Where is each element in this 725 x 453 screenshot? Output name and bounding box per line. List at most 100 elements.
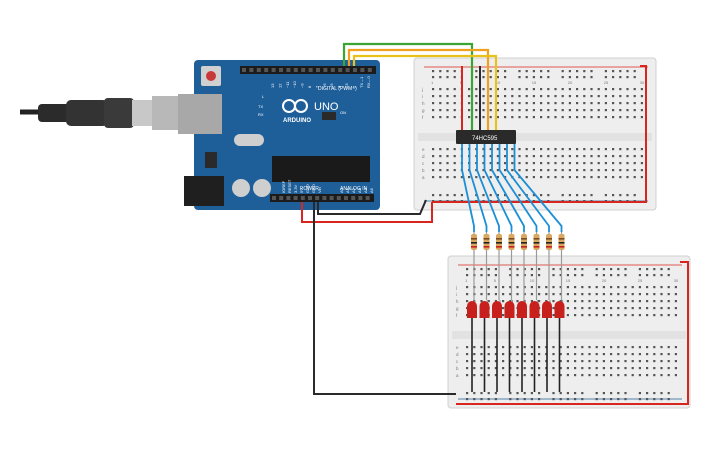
breadboard-hole[interactable] — [595, 274, 598, 277]
breadboard-hole[interactable] — [509, 360, 512, 363]
breadboard-hole[interactable] — [612, 194, 615, 197]
breadboard-hole[interactable] — [453, 155, 456, 158]
breadboard-hole[interactable] — [502, 367, 505, 370]
breadboard-hole[interactable] — [540, 76, 543, 79]
breadboard-hole[interactable] — [610, 307, 613, 310]
header-pin[interactable] — [338, 68, 343, 72]
breadboard-hole[interactable] — [468, 176, 471, 179]
breadboard-hole[interactable] — [640, 148, 643, 151]
breadboard-hole[interactable] — [504, 76, 507, 79]
breadboard-hole[interactable] — [496, 116, 499, 119]
breadboard-hole[interactable] — [617, 353, 620, 356]
breadboard-hole[interactable] — [538, 360, 541, 363]
breadboard-hole[interactable] — [576, 70, 579, 73]
breadboard-hole[interactable] — [559, 398, 562, 401]
breadboard-hole[interactable] — [595, 392, 598, 395]
breadboard-hole[interactable] — [494, 268, 497, 271]
header-pin[interactable] — [360, 68, 365, 72]
breadboard-hole[interactable] — [475, 176, 478, 179]
breadboard-hole[interactable] — [590, 169, 593, 172]
breadboard-hole[interactable] — [511, 102, 514, 105]
breadboard-hole[interactable] — [588, 307, 591, 310]
breadboard-hole[interactable] — [475, 76, 478, 79]
breadboard-hole[interactable] — [631, 346, 634, 349]
breadboard-hole[interactable] — [475, 116, 478, 119]
breadboard-hole[interactable] — [574, 300, 577, 303]
breadboard-hole[interactable] — [581, 392, 584, 395]
breadboard-hole[interactable] — [667, 392, 670, 395]
breadboard-hole[interactable] — [619, 102, 622, 105]
breadboard-hole[interactable] — [511, 169, 514, 172]
breadboard-hole[interactable] — [432, 155, 435, 158]
breadboard-hole[interactable] — [516, 392, 519, 395]
breadboard-hole[interactable] — [453, 169, 456, 172]
breadboard-hole[interactable] — [453, 194, 456, 197]
breadboard-hole[interactable] — [466, 392, 469, 395]
breadboard-hole[interactable] — [530, 367, 533, 370]
breadboard-hole[interactable] — [496, 88, 499, 91]
breadboard-hole[interactable] — [646, 360, 649, 363]
breadboard-hole[interactable] — [554, 169, 557, 172]
breadboard-hole[interactable] — [504, 194, 507, 197]
breadboard-hole[interactable] — [576, 148, 579, 151]
breadboard-hole[interactable] — [559, 286, 562, 289]
led[interactable] — [554, 301, 565, 318]
breadboard-hole[interactable] — [619, 148, 622, 151]
breadboard-hole[interactable] — [468, 116, 471, 119]
breadboard-hole[interactable] — [482, 169, 485, 172]
breadboard-hole[interactable] — [667, 346, 670, 349]
breadboard-hole[interactable] — [446, 176, 449, 179]
breadboard-hole[interactable] — [439, 176, 442, 179]
led[interactable] — [504, 301, 515, 318]
breadboard-hole[interactable] — [540, 70, 543, 73]
led[interactable] — [479, 301, 490, 318]
breadboard-hole[interactable] — [566, 314, 569, 317]
header-pin[interactable] — [286, 196, 291, 200]
breadboard-hole[interactable] — [466, 360, 469, 363]
breadboard-hole[interactable] — [612, 102, 615, 105]
breadboard-hole[interactable] — [530, 392, 533, 395]
breadboard-hole[interactable] — [496, 155, 499, 158]
breadboard-hole[interactable] — [502, 360, 505, 363]
breadboard-hole[interactable] — [518, 169, 521, 172]
breadboard-hole[interactable] — [624, 360, 627, 363]
breadboard-hole[interactable] — [626, 148, 629, 151]
shift-register-ic[interactable]: 74HC595 — [456, 130, 516, 144]
header-pin[interactable] — [316, 68, 320, 72]
breadboard-hole[interactable] — [590, 88, 593, 91]
breadboard-hole[interactable] — [494, 274, 497, 277]
breadboard-hole[interactable] — [581, 346, 584, 349]
breadboard-hole[interactable] — [595, 307, 598, 310]
breadboard-hole[interactable] — [538, 293, 541, 296]
breadboard-hole[interactable] — [516, 286, 519, 289]
breadboard-hole[interactable] — [518, 70, 521, 73]
led[interactable] — [529, 301, 540, 318]
breadboard-hole[interactable] — [554, 102, 557, 105]
breadboard-hole[interactable] — [660, 360, 663, 363]
breadboard-hole[interactable] — [446, 76, 449, 79]
breadboard-hole[interactable] — [574, 293, 577, 296]
breadboard-hole[interactable] — [540, 194, 543, 197]
breadboard-hole[interactable] — [653, 307, 656, 310]
breadboard-hole[interactable] — [646, 367, 649, 370]
breadboard-hole[interactable] — [604, 176, 607, 179]
breadboard-hole[interactable] — [604, 102, 607, 105]
breadboard-hole[interactable] — [626, 155, 629, 158]
breadboard-hole[interactable] — [574, 346, 577, 349]
breadboard-hole[interactable] — [638, 274, 641, 277]
breadboard-hole[interactable] — [583, 169, 586, 172]
breadboard-hole[interactable] — [640, 95, 643, 98]
breadboard-hole[interactable] — [568, 148, 571, 151]
breadboard-hole[interactable] — [559, 268, 562, 271]
breadboard-hole[interactable] — [576, 102, 579, 105]
breadboard-hole[interactable] — [667, 353, 670, 356]
breadboard-hole[interactable] — [561, 70, 564, 73]
breadboard-hole[interactable] — [631, 374, 634, 377]
breadboard-hole[interactable] — [473, 353, 476, 356]
breadboard-hole[interactable] — [581, 286, 584, 289]
breadboard-hole[interactable] — [674, 286, 677, 289]
breadboard-hole[interactable] — [590, 194, 593, 197]
breadboard-hole[interactable] — [602, 286, 605, 289]
breadboard-hole[interactable] — [532, 169, 535, 172]
